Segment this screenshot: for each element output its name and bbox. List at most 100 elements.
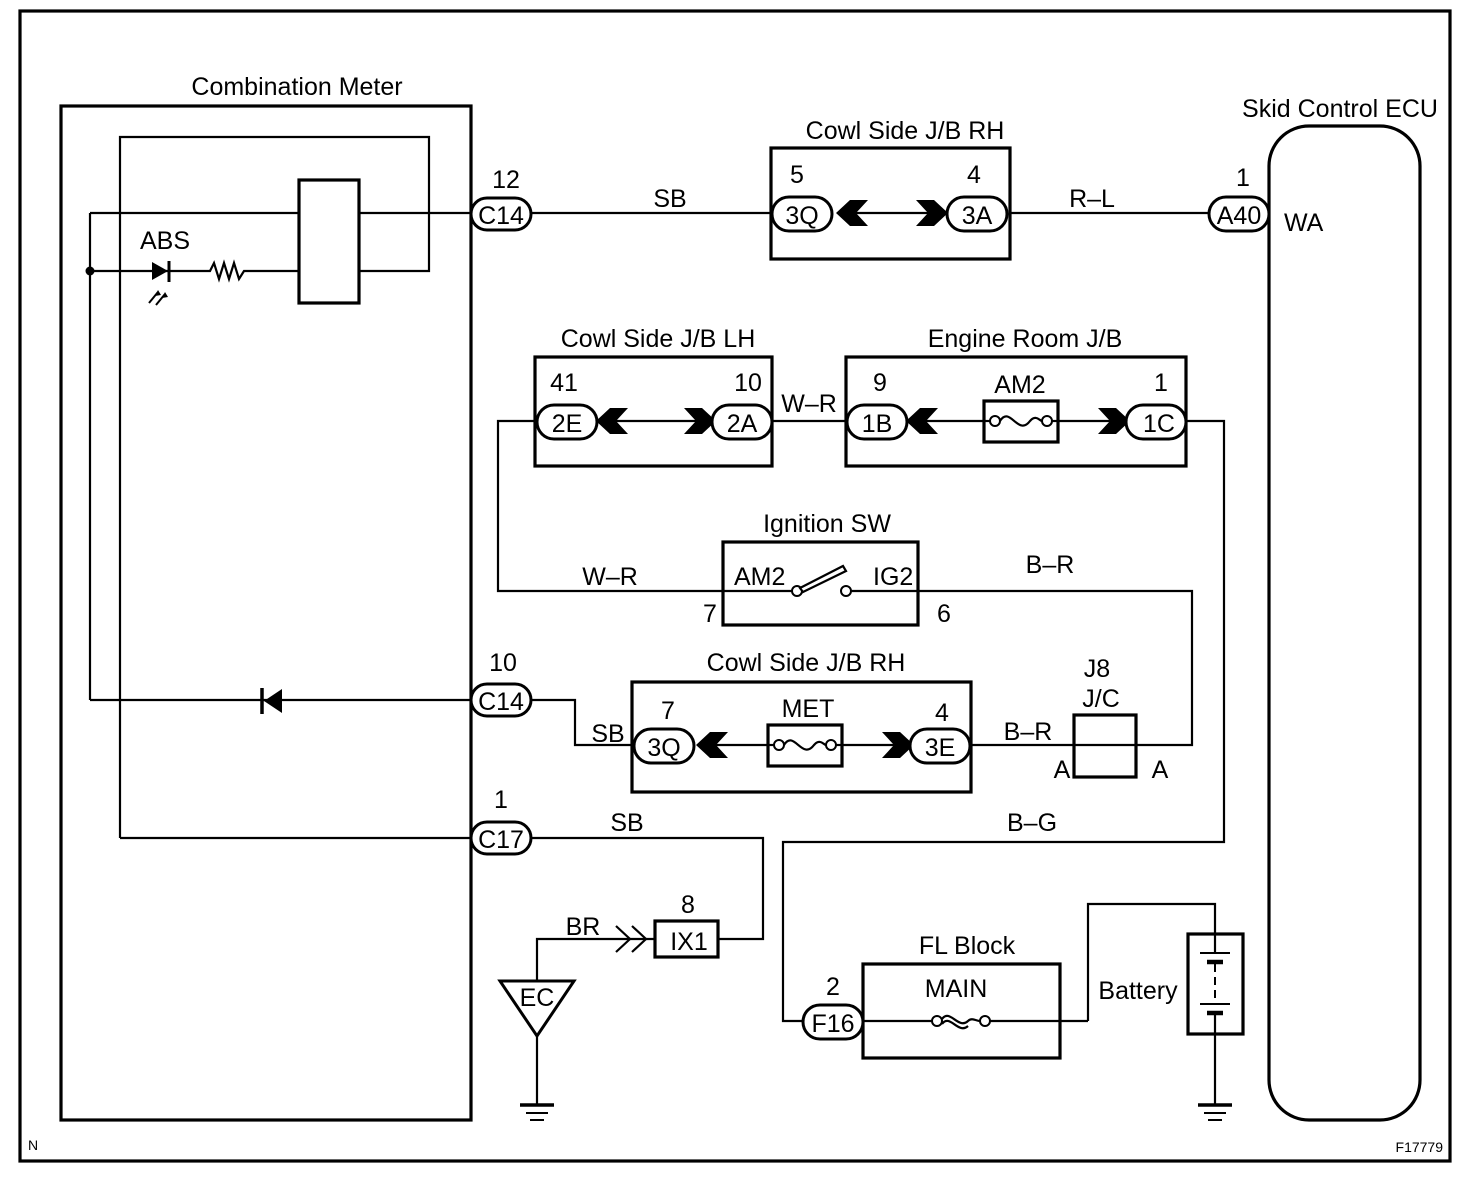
jc-id: J8 bbox=[1084, 655, 1110, 683]
connector-arrow-left-icon bbox=[906, 408, 938, 434]
meter-inner-wire bbox=[118, 135, 431, 838]
connector-id: A40 bbox=[1217, 202, 1261, 230]
wire-color-label: SB bbox=[591, 720, 624, 748]
connector-arrow-right-icon bbox=[684, 408, 716, 434]
connector-pin-number: 12 bbox=[492, 166, 520, 194]
fuse-icon bbox=[984, 415, 1058, 427]
connector-arrow-right-icon bbox=[916, 200, 948, 226]
battery-label: Battery bbox=[1098, 977, 1178, 1005]
fl-block: FL Block MAIN 2 F16 bbox=[801, 932, 1088, 1060]
wire-color-label: B–R bbox=[1026, 551, 1075, 579]
connector-pin-number: 10 bbox=[489, 649, 517, 677]
connector-arrow-left-icon bbox=[836, 200, 868, 226]
fl-block-title: FL Block bbox=[919, 932, 1016, 960]
connector-arrow-left-icon bbox=[596, 408, 628, 434]
connector-pin-number: 2 bbox=[826, 973, 840, 1001]
wire-color-label: BR bbox=[566, 913, 601, 941]
diode-icon bbox=[260, 688, 282, 714]
wire-color-label: SB bbox=[653, 185, 686, 213]
resistor-icon bbox=[205, 259, 299, 283]
connector-id: 3Q bbox=[785, 202, 818, 230]
jb-title: Cowl Side J/B RH bbox=[806, 117, 1005, 145]
ground-icon bbox=[1198, 1103, 1232, 1121]
jc-pin: A bbox=[1152, 756, 1169, 784]
connector-pin-number: 1 bbox=[1236, 164, 1250, 192]
terminal-label: IG2 bbox=[873, 563, 913, 591]
cowl-side-jb-rh-top: Cowl Side J/B RH 5 3Q 4 3A bbox=[769, 117, 1012, 261]
connector-pin-number: 41 bbox=[550, 369, 578, 397]
jb-title: Cowl Side J/B LH bbox=[561, 325, 756, 353]
wire-sb-c14-jbrh2 bbox=[531, 698, 632, 747]
abs-led-icon bbox=[148, 261, 171, 306]
ecu-title: Skid Control ECU bbox=[1242, 95, 1438, 123]
fuse-icon bbox=[768, 739, 842, 751]
fuse-label: MET bbox=[782, 695, 835, 723]
ignition-title: Ignition SW bbox=[763, 510, 891, 538]
connector-id: 3Q bbox=[647, 734, 680, 762]
cowl-side-jb-rh-bottom: Cowl Side J/B RH MET 7 3Q 4 3E bbox=[630, 649, 973, 794]
connector-c14-pin10: 10 C14 bbox=[469, 649, 533, 718]
connector-arrow-right-icon bbox=[882, 732, 914, 758]
ground-icon bbox=[520, 1103, 554, 1121]
pin-number: 6 bbox=[937, 600, 951, 628]
fusible-link-icon bbox=[931, 1014, 991, 1030]
battery-icon bbox=[1200, 934, 1230, 1034]
switch-icon bbox=[791, 564, 852, 597]
connector-id: 3E bbox=[925, 734, 956, 762]
combination-meter-title: Combination Meter bbox=[191, 73, 402, 101]
wire-sb-c17-ix1 bbox=[531, 836, 765, 941]
fuse-label: MAIN bbox=[925, 975, 988, 1003]
wire-color-label: B–G bbox=[1007, 809, 1057, 837]
connector-id: IX1 bbox=[670, 928, 708, 956]
pin-number: 7 bbox=[703, 600, 717, 628]
fuse-label: AM2 bbox=[994, 371, 1045, 399]
connector-pin-number: 4 bbox=[935, 699, 949, 727]
jb-title: Engine Room J/B bbox=[928, 325, 1123, 353]
jc-title: J/C bbox=[1082, 685, 1120, 713]
junction-connector-j8: J8 J/C A A bbox=[1054, 655, 1169, 784]
gauge-block bbox=[297, 178, 361, 305]
engine-room-jb: Engine Room J/B AM2 9 1B 1 1C bbox=[844, 325, 1188, 468]
wire-br-ignition-jc bbox=[918, 589, 1194, 747]
battery: Battery bbox=[1098, 932, 1245, 1121]
wire-color-label: B–R bbox=[1004, 718, 1053, 746]
figure-id: F17779 bbox=[1396, 1139, 1444, 1155]
diagram-frame bbox=[18, 9, 1452, 1163]
connector-c14-pin12: 12 C14 bbox=[469, 166, 533, 232]
cowl-side-jb-lh: Cowl Side J/B LH 41 2E 10 2A bbox=[533, 325, 774, 468]
connector-pin-number: 7 bbox=[661, 697, 675, 725]
corner-mark: N bbox=[28, 1137, 38, 1153]
wire-color-label: R–L bbox=[1069, 185, 1115, 213]
connector-id: C14 bbox=[478, 202, 524, 230]
wire-br-ec-ix1 bbox=[535, 937, 655, 980]
ground-point-label: EC bbox=[520, 984, 555, 1012]
connector-ix1-pin8: 8 IX1 bbox=[653, 891, 720, 959]
connector-id: 2E bbox=[552, 410, 583, 438]
in-line-connector-icon bbox=[631, 925, 648, 953]
connector-id: 3A bbox=[962, 202, 993, 230]
connector-pin-number: 1 bbox=[494, 786, 508, 814]
skid-control-ecu: Skid Control ECU 1 A40 WA bbox=[1207, 95, 1438, 1122]
wire-bg-erjb-fl bbox=[781, 419, 1226, 1023]
connector-id: 1C bbox=[1143, 410, 1175, 438]
connector-pin-number: 4 bbox=[967, 161, 981, 189]
jb-title: Cowl Side J/B RH bbox=[707, 649, 906, 677]
wire-color-label: W–R bbox=[582, 563, 638, 591]
terminal-label: AM2 bbox=[734, 563, 785, 591]
connector-id: F16 bbox=[811, 1010, 854, 1038]
in-line-connector-icon bbox=[615, 925, 632, 953]
connector-id: 1B bbox=[862, 410, 893, 438]
connector-arrow-left-icon bbox=[696, 732, 728, 758]
ecu-box bbox=[1267, 124, 1422, 1122]
connector-pin-number: 8 bbox=[681, 891, 695, 919]
ecu-terminal-label: WA bbox=[1284, 209, 1324, 237]
wire-color-label: W–R bbox=[781, 390, 837, 418]
ignition-switch: Ignition SW AM2 IG2 7 6 bbox=[703, 510, 951, 628]
wire-color-label: SB bbox=[610, 809, 643, 837]
connector-arrow-right-icon bbox=[1098, 408, 1130, 434]
ground-point-ec: EC bbox=[497, 979, 577, 1121]
wire-fl-battery bbox=[1086, 902, 1217, 1021]
connector-pin-number: 5 bbox=[790, 161, 804, 189]
connector-id: C14 bbox=[478, 688, 524, 716]
